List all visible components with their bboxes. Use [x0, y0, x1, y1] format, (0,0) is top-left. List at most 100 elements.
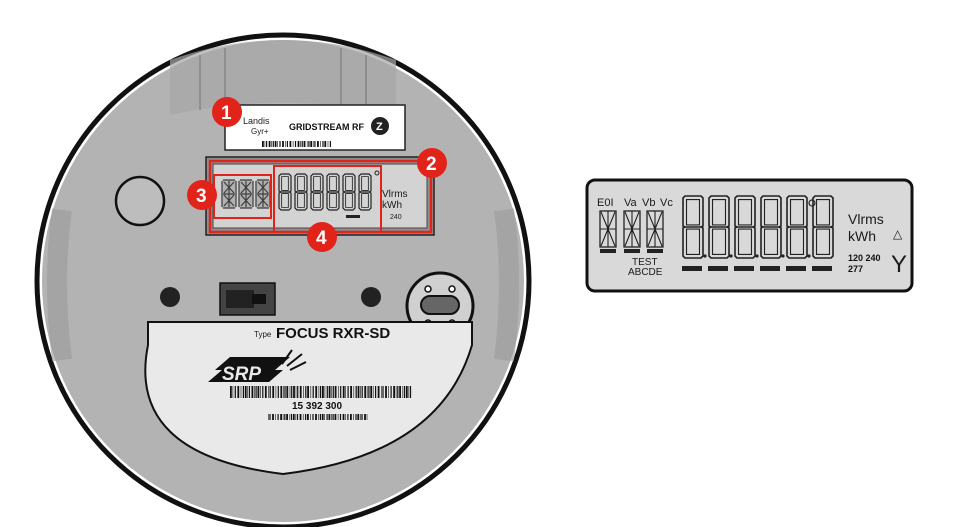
network-barcode-bar — [279, 141, 281, 147]
gridstream-logo-letter: Z — [376, 121, 383, 133]
serial-barcode-small-bar — [307, 414, 309, 420]
meter-lcd-window: Vlrms kWh 240 — [205, 156, 435, 236]
serial-number: 15 392 300 — [292, 401, 342, 412]
serial-barcode-bar — [357, 386, 360, 398]
lcd-digit — [760, 195, 782, 259]
phase-label-va: Va — [624, 197, 638, 209]
network-barcode-bar — [329, 141, 331, 147]
mini-digit — [342, 173, 356, 211]
srp-logo: SRP — [208, 349, 307, 385]
network-barcode-bar — [294, 141, 297, 147]
serial-barcode-bar — [297, 386, 299, 398]
serial-barcode-bar — [408, 386, 410, 398]
serial-barcode-small-bar — [299, 414, 302, 420]
mini-digit — [278, 173, 292, 211]
lcd-digit — [682, 195, 704, 259]
phase-label-e0i: E0I — [597, 197, 614, 209]
serial-barcode-bar — [338, 386, 339, 398]
serial-barcode-bar — [372, 386, 374, 398]
serial-barcode-bar — [355, 386, 357, 398]
callout-2-number: 2 — [426, 154, 437, 175]
serial-barcode-bar — [409, 386, 412, 398]
serial-barcode-small-bar — [360, 414, 361, 420]
unit-kwh: kWh — [848, 228, 876, 244]
serial-barcode-bar — [299, 386, 302, 398]
phase-underscore — [624, 249, 640, 253]
wye-icon: Y — [891, 251, 907, 278]
serial-barcode-bar — [272, 386, 275, 398]
phase-underscore — [647, 249, 663, 253]
serial-barcode-bar — [247, 386, 248, 398]
network-name: GRIDSTREAM RF — [289, 122, 364, 132]
lcd-underscore — [760, 266, 780, 271]
serial-barcode-bar — [262, 386, 264, 398]
serial-barcode-small-bar — [332, 414, 334, 420]
serial-barcode-small-bar — [268, 414, 269, 420]
network-barcode-bar — [274, 141, 277, 147]
lcd-underscore — [682, 266, 702, 271]
lcd-decimal-point — [703, 254, 707, 258]
meter-face: Landis Gyr+ GRIDSTREAM RF Z Vlrms kWh 24… — [34, 32, 532, 527]
serial-barcode-bar — [305, 386, 307, 398]
network-barcode-bar — [301, 141, 303, 147]
serial-barcode-bar — [312, 386, 314, 398]
network-label-plate: Landis Gyr+ GRIDSTREAM RF Z — [224, 104, 406, 151]
network-barcode-bar — [310, 141, 313, 147]
main-seven-segment-digits — [682, 195, 834, 259]
network-barcode-bar — [317, 141, 319, 147]
serial-barcode-bar — [268, 386, 269, 398]
serial-barcode-small-bar — [277, 414, 279, 420]
serial-barcode-small-bar — [312, 414, 314, 420]
serial-barcode-small-bar — [305, 414, 307, 420]
voltages-top: 120 240 — [848, 253, 881, 263]
network-barcode-bar — [327, 141, 329, 147]
serial-barcode-bar — [315, 386, 318, 398]
mini-digit — [294, 173, 308, 211]
serial-barcode-bar — [251, 386, 254, 398]
serial-barcode-bar — [350, 386, 352, 398]
lcd-digit — [734, 195, 756, 259]
serial-barcode-small-bar — [269, 414, 271, 420]
serial-barcode-bar — [293, 386, 295, 398]
serial-barcode-bar — [395, 386, 397, 398]
serial-barcode-small — [268, 414, 368, 420]
serial-barcode-bar — [324, 386, 326, 398]
serial-barcode-bar — [377, 386, 380, 398]
lcd-underscore — [786, 266, 806, 271]
serial-barcode-small-bar — [292, 414, 295, 420]
serial-barcode-bar — [240, 386, 242, 398]
serial-barcode-small-bar — [334, 414, 337, 420]
lcd-digit — [812, 195, 834, 259]
serial-barcode-small-bar — [286, 414, 288, 420]
mini-digit — [310, 173, 324, 211]
type-prefix: Type — [254, 330, 272, 339]
network-barcode-bar — [300, 141, 301, 147]
brand-line2: Gyr+ — [251, 127, 269, 136]
lcd-decimal-point — [729, 254, 733, 258]
serial-barcode-bar — [318, 386, 320, 398]
serial-barcode-bar — [381, 386, 382, 398]
serial-barcode-small-bar — [337, 414, 339, 420]
serial-barcode-bar — [388, 386, 389, 398]
serial-barcode-bar — [385, 386, 387, 398]
network-barcode-bar — [286, 141, 288, 147]
serial-barcode-small-bar — [366, 414, 368, 420]
serial-barcode-bar — [260, 386, 261, 398]
serial-barcode-bar — [366, 386, 368, 398]
serial-barcode-bar — [403, 386, 406, 398]
lcd-digit — [786, 195, 808, 259]
serial-barcode-bar — [230, 386, 232, 398]
network-barcode-bar — [277, 141, 278, 147]
serial-barcode-small-bar — [364, 414, 366, 420]
left-screw — [160, 287, 180, 307]
network-barcode-bar — [268, 141, 271, 147]
serial-barcode-small-bar — [353, 414, 354, 420]
network-barcode-bar — [264, 141, 266, 147]
phase-alphanumeric-segments — [599, 210, 664, 253]
serial-barcode-bar — [242, 386, 244, 398]
serial-barcode-bar — [375, 386, 377, 398]
serial-barcode-bar — [244, 386, 247, 398]
serial-barcode-bar — [280, 386, 283, 398]
serial-barcode-bar — [328, 386, 331, 398]
serial-barcode-bar — [257, 386, 260, 398]
